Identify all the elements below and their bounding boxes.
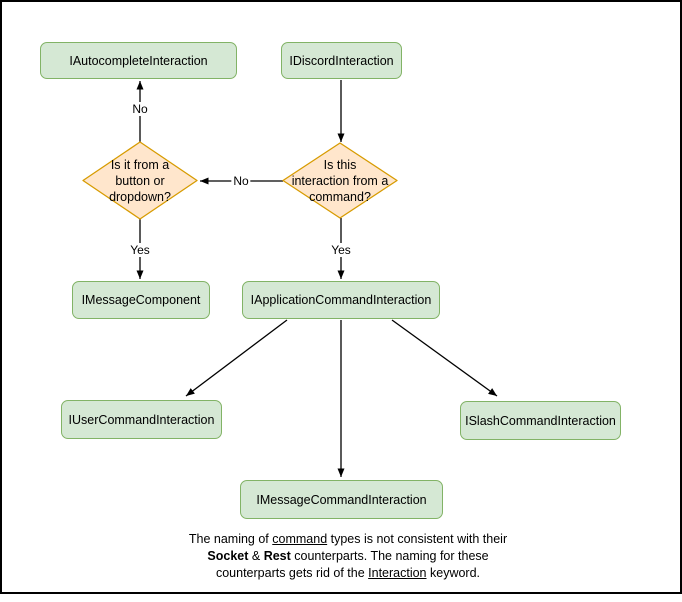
node-message-command-interaction: IMessageCommandInteraction xyxy=(240,480,443,519)
caption-text: types is not consistent with their xyxy=(327,532,508,546)
caption-text: The naming of xyxy=(188,532,273,546)
node-slash-command-interaction: ISlashCommandInteraction xyxy=(460,401,621,440)
decision-button-or-dropdown-label-line: Is it from a xyxy=(110,157,170,172)
node-slash-command-interaction-label: ISlashCommandInteraction xyxy=(465,413,616,428)
caption-text: counterparts. The naming for these xyxy=(290,549,489,563)
node-user-command-interaction: IUserCommandInteraction xyxy=(61,400,222,439)
decision-from-command-shape xyxy=(282,142,398,219)
node-message-command-interaction-label: IMessageCommandInteraction xyxy=(256,492,427,507)
decision-button-or-dropdown-shape xyxy=(82,141,198,220)
caption-line: Socket & Rest counterparts. The naming f… xyxy=(138,548,558,565)
diagram-caption: The naming of command types is not consi… xyxy=(138,531,558,582)
caption-line: counterparts gets rid of the Interaction… xyxy=(138,565,558,582)
caption-text: counterparts gets rid of the xyxy=(215,566,369,580)
node-autocomplete-interaction: IAutocompleteInteraction xyxy=(40,42,237,79)
node-discord-interaction: IDiscordInteraction xyxy=(281,42,402,79)
edge-label-button-dropdown-no-to-autocomplete: No xyxy=(130,102,150,116)
caption-text: keyword. xyxy=(426,566,481,580)
decision-from-command-label-line: Is this xyxy=(323,157,357,172)
node-message-component-label: IMessageComponent xyxy=(81,293,201,307)
caption-text: & xyxy=(248,549,264,563)
node-discord-interaction-label: IDiscordInteraction xyxy=(289,53,394,68)
edge-label-from-command-yes-to-application-command: Yes xyxy=(329,243,353,257)
decision-from-command-label-line: interaction from a xyxy=(291,173,389,188)
node-application-command-interaction-label: IApplicationCommandInteraction xyxy=(250,293,432,307)
node-autocomplete-interaction-label: IAutocompleteInteraction xyxy=(69,53,208,68)
caption-text: Interaction xyxy=(368,566,427,580)
caption-text: Socket xyxy=(207,549,249,563)
node-user-command-interaction-label: IUserCommandInteraction xyxy=(68,412,215,427)
decision-button-or-dropdown-label-line: button or xyxy=(115,173,165,188)
edge-label-button-dropdown-yes-to-message-component: Yes xyxy=(128,243,152,257)
caption-text: command xyxy=(272,532,328,546)
decision-from-command-label-line: command? xyxy=(309,189,371,204)
caption-text: Rest xyxy=(263,549,291,563)
edge-application-command-to-user-command xyxy=(185,319,288,397)
decision-button-or-dropdown-label-line: dropdown? xyxy=(109,189,171,204)
caption-line: The naming of command types is not consi… xyxy=(138,531,558,548)
edge-label-from-command-no-to-button-dropdown: No xyxy=(231,174,251,188)
node-application-command-interaction: IApplicationCommandInteraction xyxy=(242,281,440,319)
edge-application-command-to-slash-command xyxy=(391,319,498,397)
node-message-component: IMessageComponent xyxy=(72,281,210,319)
